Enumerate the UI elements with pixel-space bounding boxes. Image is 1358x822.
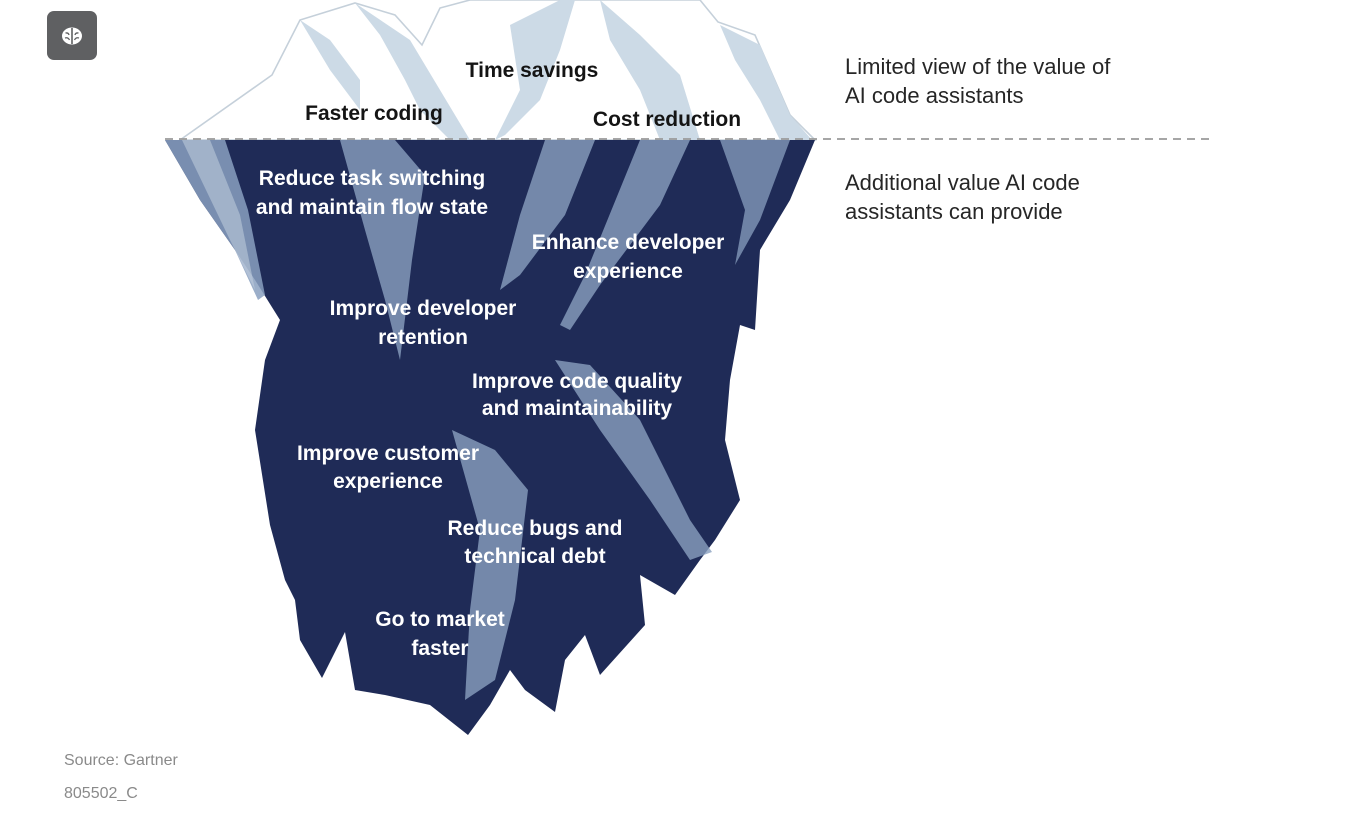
figure-code: 805502_C — [64, 785, 138, 802]
iceberg-tip — [177, 0, 817, 141]
svg-text:faster: faster — [411, 637, 468, 660]
svg-text:Go to market: Go to market — [375, 608, 505, 631]
brain-icon — [62, 27, 82, 44]
source-note: Source: Gartner — [64, 752, 178, 769]
underwater-label: Improve code quality and maintainability — [472, 370, 682, 420]
svg-text:experience: experience — [333, 470, 443, 493]
ai-summary-button[interactable] — [47, 11, 97, 60]
underwater-label: Enhance developer experience — [532, 231, 725, 283]
svg-text:Improve customer: Improve customer — [297, 442, 479, 465]
label-time-savings: Time savings — [466, 59, 599, 82]
underwater-label: Improve customer experience — [297, 442, 479, 493]
label-cost-reduction: Cost reduction — [593, 108, 741, 131]
svg-text:Reduce bugs and: Reduce bugs and — [447, 517, 622, 540]
side-note-below-waterline: Additional value AI code assistants can … — [845, 170, 1080, 224]
label-faster-coding: Faster coding — [305, 102, 443, 125]
side-note-above-waterline: Limited view of the value of AI code ass… — [845, 54, 1111, 108]
underwater-label: Improve developer retention — [330, 297, 517, 349]
svg-text:retention: retention — [378, 326, 468, 349]
underwater-label: Reduce bugs and technical debt — [447, 517, 622, 568]
iceberg-underwater — [165, 140, 815, 735]
svg-text:Improve developer: Improve developer — [330, 297, 517, 320]
svg-text:Enhance developer: Enhance developer — [532, 231, 725, 254]
underwater-label: Go to market faster — [375, 608, 505, 660]
svg-text:and maintainability: and maintainability — [482, 397, 673, 420]
svg-text:Reduce task switching: Reduce task switching — [259, 167, 485, 190]
svg-text:and maintain flow state: and maintain flow state — [256, 196, 488, 219]
svg-text:Improve code quality: Improve code quality — [472, 370, 682, 393]
svg-text:experience: experience — [573, 260, 683, 283]
svg-text:technical debt: technical debt — [464, 545, 605, 568]
underwater-label: Reduce task switching and maintain flow … — [256, 167, 488, 219]
